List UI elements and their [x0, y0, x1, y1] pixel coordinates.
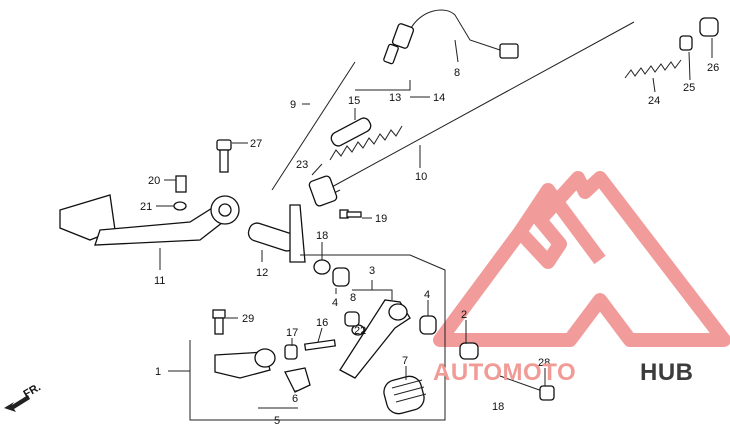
callout-18-bottom: 18 [492, 401, 504, 413]
clevis-part-23 [308, 175, 338, 207]
callout-18-top: 18 [316, 230, 328, 242]
callout-13: 13 [389, 92, 401, 104]
callout-6: 6 [292, 393, 298, 405]
callout-8-lower: 8 [350, 292, 356, 304]
callout-25: 25 [683, 82, 695, 94]
rubber-part-6 [284, 367, 311, 393]
callout-5: 5 [274, 415, 280, 427]
collar-part-25 [679, 35, 693, 51]
collar-part-4a [332, 267, 350, 287]
callout-16: 16 [316, 317, 328, 329]
brake-switch-spring-part-15 [329, 117, 403, 161]
watermark-brand-left: AUTOMOTO [433, 359, 576, 386]
callout-4-right: 4 [424, 289, 430, 301]
step-holder-part-1 [214, 348, 276, 379]
callout-12: 12 [256, 267, 268, 279]
callout-11: 11 [154, 275, 165, 287]
callout-21: 21 [140, 201, 152, 213]
bolt-part-19 [339, 209, 362, 219]
bolt-part-27 [216, 139, 232, 173]
callout-20: 20 [148, 175, 160, 187]
callout-1: 1 [155, 366, 161, 378]
collar-part-4b [419, 315, 437, 335]
collar-part-2 [459, 342, 479, 360]
collar-part-17 [284, 344, 298, 360]
callout-23: 23 [296, 159, 308, 171]
callout-7: 7 [402, 355, 408, 367]
callout-27: 27 [250, 138, 262, 150]
nut-part-26 [699, 17, 719, 37]
brake-pedal-part-11 [59, 194, 240, 246]
brake-rod-part-10 [319, 21, 635, 201]
callout-28: 28 [538, 357, 550, 369]
nut-part-8b [344, 311, 360, 327]
leader-lines [156, 38, 713, 409]
bolt-part-28 [499, 375, 555, 401]
switch-harness-part-8 [383, 9, 519, 65]
pivot-shaft-part-12 [247, 204, 306, 263]
watermark-logo [433, 171, 730, 347]
step-bar-part-3 [339, 299, 411, 379]
spring-part-24 [624, 59, 682, 79]
arrow-icon [4, 395, 30, 412]
callout-9: 9 [290, 99, 296, 111]
washer-part-18a [313, 259, 331, 275]
bolt-part-20 [175, 175, 187, 193]
front-direction-indicator: FR. [4, 381, 43, 412]
bolt-part-29 [212, 309, 226, 335]
callouts: 8 26 24 25 9 15 13 14 27 23 10 20 21 19 … [140, 62, 719, 427]
callout-17: 17 [286, 327, 298, 339]
washer-part-21 [173, 201, 187, 211]
callout-14: 14 [433, 92, 445, 104]
callout-15: 15 [348, 95, 360, 107]
callout-3: 3 [369, 265, 375, 277]
callout-8: 8 [454, 67, 460, 79]
callout-24: 24 [648, 95, 660, 107]
direction-label: FR. [22, 381, 43, 400]
return-spring-part-9 [271, 61, 356, 191]
callout-19: 19 [375, 213, 387, 225]
watermark-brand: AUTOMOTO HUB [433, 359, 694, 386]
step-assembly-outline [189, 254, 446, 421]
watermark-brand-right: HUB [640, 359, 694, 386]
pin-part-16 [303, 339, 337, 351]
callout-26: 26 [707, 62, 719, 74]
callout-29: 29 [242, 313, 254, 325]
step-rubber-part-7 [383, 375, 427, 415]
callout-22: 22 [354, 325, 366, 337]
callout-10: 10 [415, 171, 427, 183]
callout-2: 2 [461, 309, 467, 321]
callout-4-left: 4 [332, 297, 338, 309]
